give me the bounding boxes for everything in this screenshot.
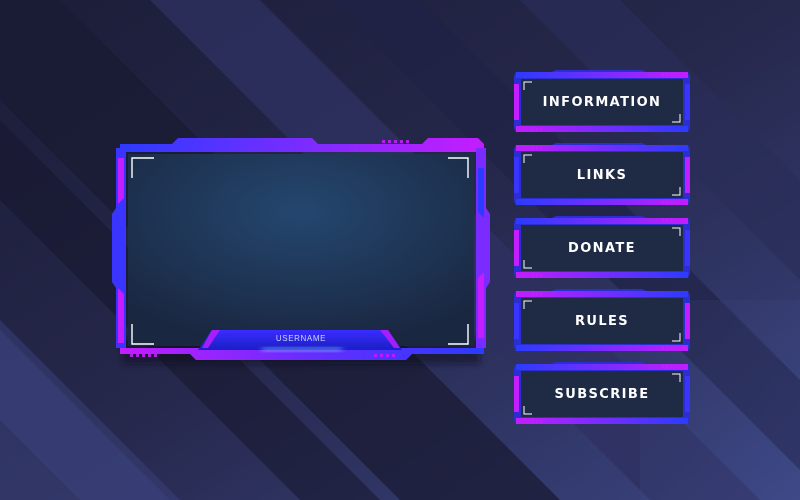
panel-information[interactable]: INFORMATION [512,70,692,134]
webcam-frame-graphic [112,138,490,364]
panel-frame-graphic [514,216,690,278]
username-label: USERNAME [275,334,327,343]
panel-frame-graphic [514,289,690,351]
panel-frame-graphic [514,143,690,205]
panel-label-links: LINKS [576,167,628,183]
panel-donate[interactable]: DONATE [512,216,692,280]
panel-subscribe[interactable]: SUBSCRIBE [512,362,692,426]
panel-label-rules: RULES [574,313,630,329]
panel-frame-graphic [514,362,690,424]
panel-links[interactable]: LINKS [512,143,692,207]
panel-label-information: INFORMATION [542,94,662,110]
panel-label-subscribe: SUBSCRIBE [554,386,650,402]
webcam-frame: USERNAME [112,138,490,364]
panel-label-donate: DONATE [568,240,636,256]
panel-rules[interactable]: RULES [512,289,692,353]
panel-frame-graphic [514,70,690,132]
